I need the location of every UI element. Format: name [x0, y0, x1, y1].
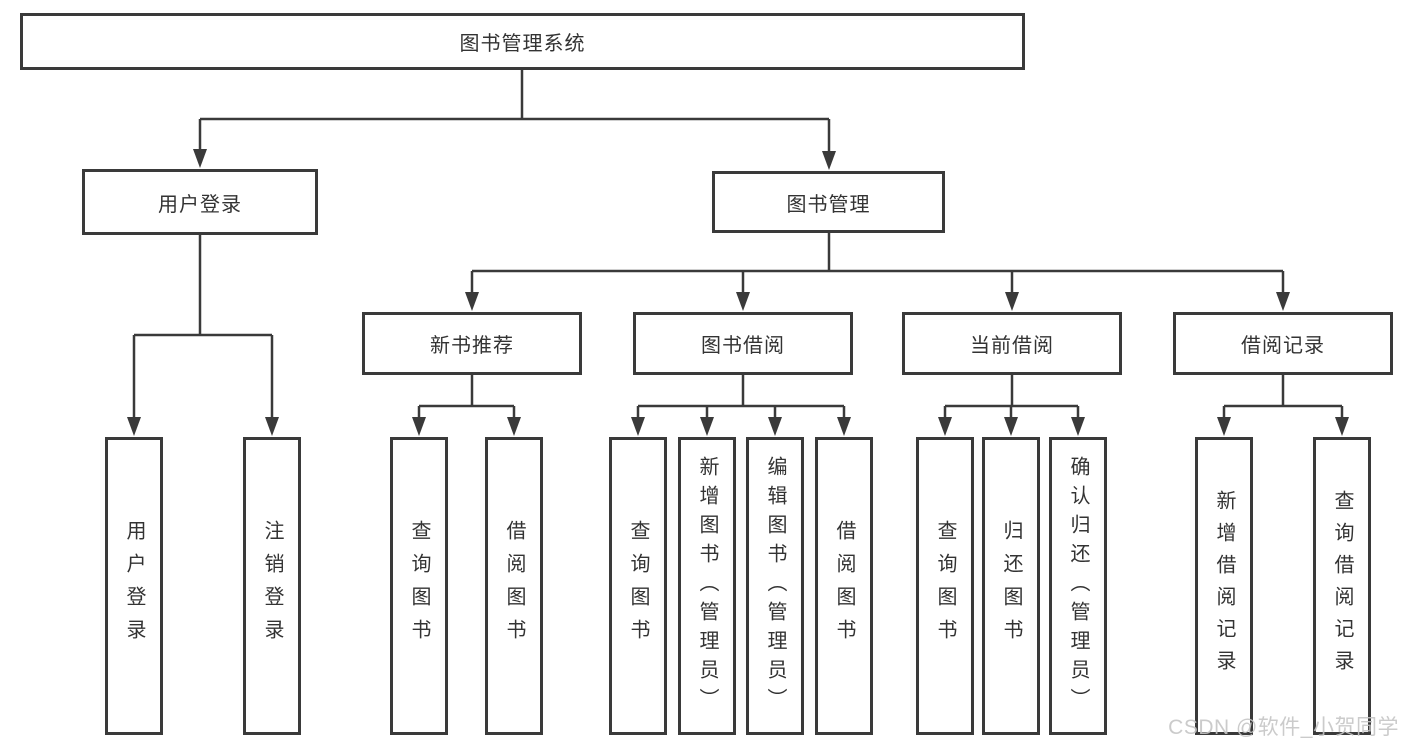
leaf-user-login: 用户登录	[105, 437, 163, 735]
leaf-label: 确认归还（管理员）	[1067, 455, 1089, 717]
leaf-query-books-recommendation: 查询图书	[390, 437, 448, 735]
leaf-return-books: 归还图书	[982, 437, 1040, 735]
leaf-label: 归还图书	[1000, 520, 1022, 652]
connector-borrowing-records-to-leaves	[1217, 375, 1349, 436]
leaf-query-books-current: 查询图书	[916, 437, 974, 735]
leaf-label: 用户登录	[123, 520, 145, 652]
connector-new-book-recommendation-to-leaves	[412, 375, 521, 436]
leaf-add-borrow-record: 新增借阅记录	[1195, 437, 1253, 735]
node-label: 图书管理系统	[459, 33, 586, 55]
node-label: 借阅记录	[1241, 335, 1325, 357]
connector-current-borrowing-to-leaves	[938, 375, 1085, 436]
node-label: 新书推荐	[430, 335, 514, 357]
node-current-borrowing: 当前借阅	[902, 312, 1122, 375]
leaf-borrow-books-borrowing: 借阅图书	[815, 437, 873, 735]
node-label: 图书管理	[786, 193, 871, 216]
leaf-confirm-return-admin: 确认归还（管理员）	[1049, 437, 1107, 735]
leaf-label: 新增图书（管理员）	[696, 455, 718, 717]
leaf-logout: 注销登录	[243, 437, 301, 735]
connector-user-login-to-leaves	[127, 235, 279, 436]
node-label: 当前借阅	[970, 335, 1054, 357]
connector-book-management-to-level3	[465, 233, 1290, 311]
leaf-label: 新增借阅记录	[1213, 490, 1235, 682]
node-label: 用户登录	[158, 193, 242, 216]
node-library-management-system: 图书管理系统	[20, 13, 1025, 70]
leaf-label: 查询图书	[408, 520, 430, 652]
leaf-label: 注销登录	[261, 520, 283, 652]
node-user-login-group: 用户登录	[82, 169, 318, 235]
leaf-label: 查询借阅记录	[1331, 490, 1353, 682]
node-label: 图书借阅	[701, 335, 785, 357]
leaf-label: 查询图书	[934, 520, 956, 652]
leaf-label: 编辑图书（管理员）	[764, 455, 786, 717]
connector-root-to-level2	[193, 70, 836, 170]
leaf-label: 查询图书	[627, 520, 649, 652]
node-borrowing-records: 借阅记录	[1173, 312, 1393, 375]
node-book-borrowing: 图书借阅	[633, 312, 853, 375]
leaf-borrow-books-recommendation: 借阅图书	[485, 437, 543, 735]
node-new-book-recommendation: 新书推荐	[362, 312, 582, 375]
csdn-watermark: CSDN @软件_小贺同学	[1168, 716, 1399, 739]
leaf-label: 借阅图书	[833, 520, 855, 652]
node-book-management-group: 图书管理	[712, 171, 945, 233]
leaf-query-books-borrowing: 查询图书	[609, 437, 667, 735]
leaf-add-books-admin: 新增图书（管理员）	[678, 437, 736, 735]
leaf-label: 借阅图书	[503, 520, 525, 652]
leaf-edit-books-admin: 编辑图书（管理员）	[746, 437, 804, 735]
connector-book-borrowing-to-leaves	[631, 375, 851, 436]
leaf-query-borrow-record: 查询借阅记录	[1313, 437, 1371, 735]
